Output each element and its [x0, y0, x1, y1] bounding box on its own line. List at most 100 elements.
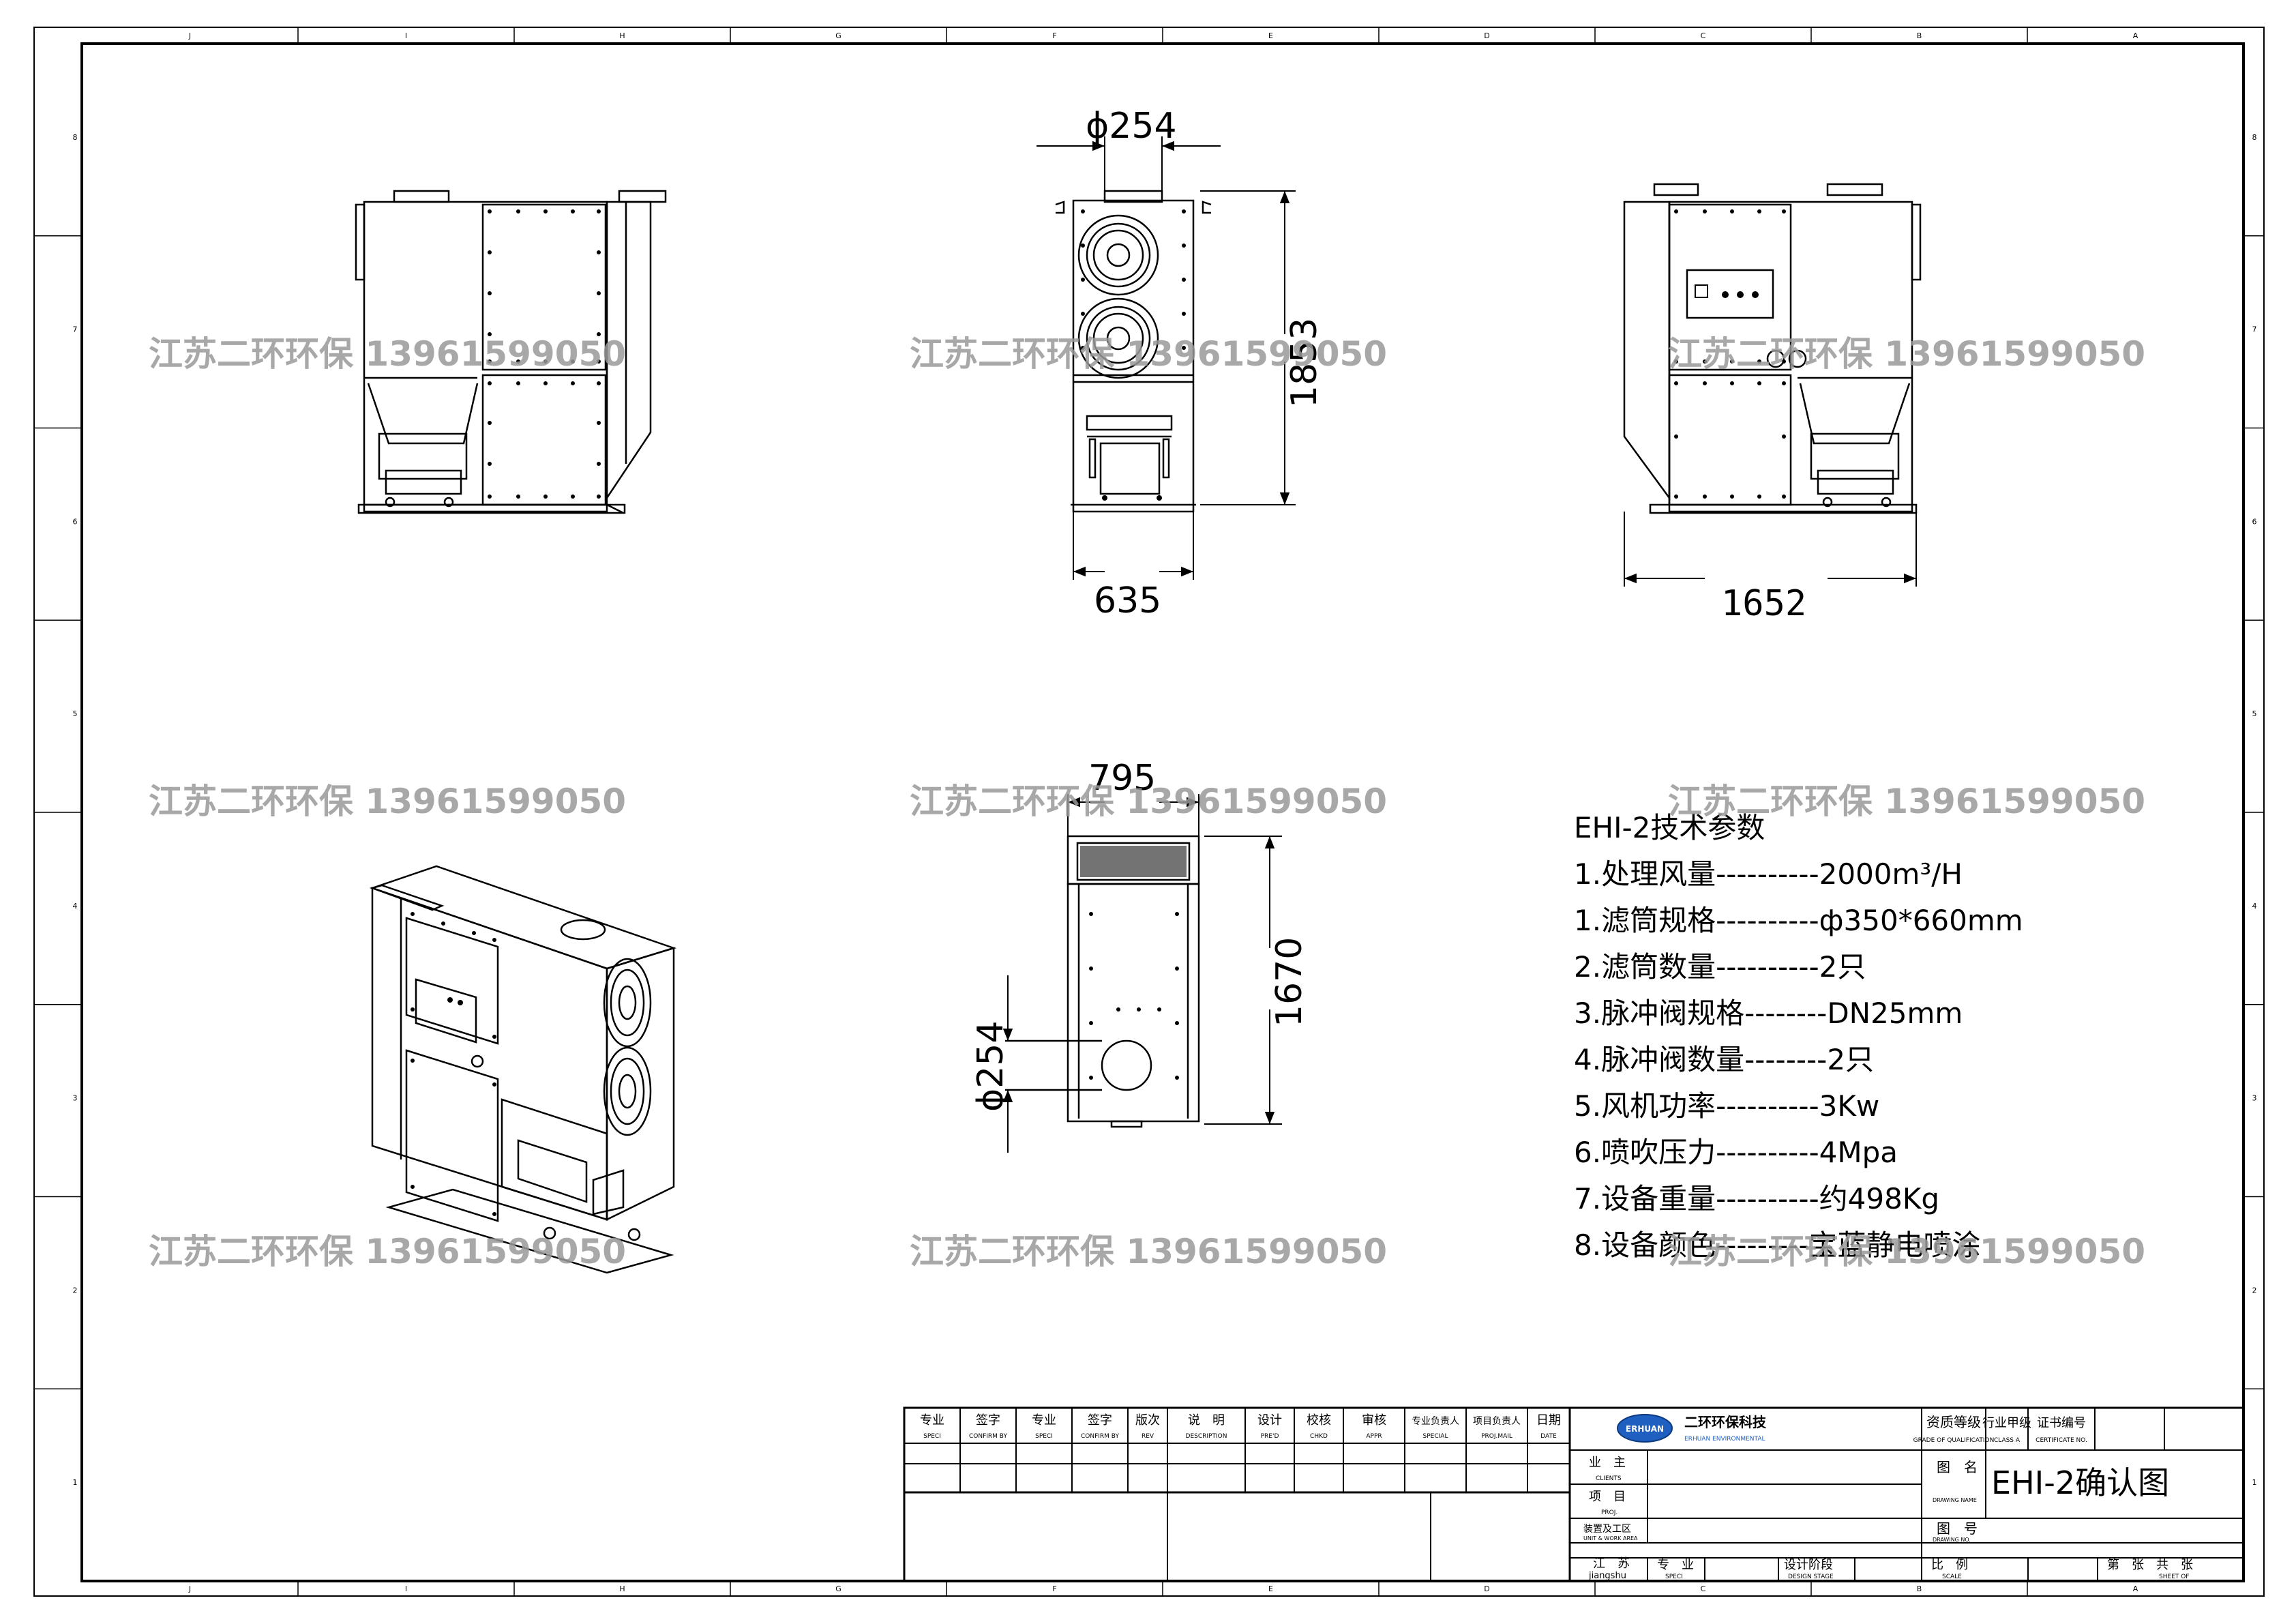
- frame-ref-label: A: [2133, 31, 2138, 40]
- left-side-view: [355, 190, 667, 514]
- frame-ref-label: I: [405, 1584, 407, 1593]
- frame-ref-label: C: [1701, 1584, 1706, 1593]
- project-label-en: PROJ.: [1601, 1509, 1617, 1516]
- frame-ref-label: B: [1917, 1584, 1922, 1593]
- dim-front-top-diameter: ϕ254: [1086, 106, 1177, 147]
- right-view-panel-details: [1674, 209, 1786, 499]
- watermark: 江苏二环环保 13961599050: [910, 334, 1387, 374]
- header-approve-en: APPR: [1366, 1433, 1382, 1440]
- scale-label-en: SCALE: [1942, 1574, 1962, 1580]
- watermark: 江苏二环环保 13961599050: [1668, 1232, 2145, 1271]
- logo-text: ERHUAN: [1626, 1424, 1664, 1434]
- dim-front-height: 1853: [1284, 318, 1325, 408]
- params-line: 6.喷吹压力----------4Mpa: [1574, 1136, 1898, 1169]
- frame-ref-label: 4: [73, 902, 78, 911]
- front-view-dimensions: [1037, 136, 1296, 580]
- stage-label-en: DESIGN STAGE: [1788, 1574, 1834, 1580]
- header-rev-en: REV: [1142, 1433, 1154, 1440]
- frame-ref-label: 1: [2252, 1478, 2257, 1487]
- params-line: 3.脉冲阀规格--------DN25mm: [1574, 996, 1963, 1030]
- frame-ref-label: 5: [73, 709, 78, 718]
- header-date-en: DATE: [1540, 1433, 1557, 1440]
- qualification-label: 资质等级: [1926, 1414, 1981, 1430]
- drawing-no-label: 图 号: [1937, 1520, 1978, 1537]
- header-special-cn: 专业负责人: [1412, 1416, 1459, 1427]
- frame-ref-label: 3: [73, 1094, 78, 1103]
- header-approve-cn: 审核: [1362, 1413, 1386, 1428]
- top-view: [1005, 835, 1200, 1128]
- watermarks: 江苏二环环保 13961599050 江苏二环环保 13961599050 江苏…: [149, 334, 2145, 1271]
- params-title: EHI-2技术参数: [1574, 811, 1765, 844]
- frame-ref-label: 7: [73, 325, 78, 334]
- params-line: 8.设备颜色---------宝蓝静电喷涂: [1574, 1228, 1980, 1262]
- dim-top-length: 1670: [1269, 937, 1310, 1027]
- dim-side-width: 1652: [1721, 583, 1806, 624]
- front-view: [1055, 190, 1212, 513]
- sheet-label: 第 张 共 张: [2107, 1558, 2193, 1572]
- technical-parameters: EHI-2技术参数 1.处理风量----------2000m³/H 1.滤筒规…: [1574, 811, 2023, 1262]
- frame-ref-label: E: [1268, 1584, 1273, 1593]
- watermark: 江苏二环环保 13961599050: [910, 1232, 1387, 1271]
- unit-label: 装置及工区: [1583, 1524, 1631, 1535]
- title-block-grid: [903, 1406, 2245, 1582]
- drawing-no-label-en: DRAWING NO.: [1933, 1537, 1971, 1543]
- frame-ref-label: C: [1701, 31, 1706, 40]
- header-date-cn: 日期: [1536, 1413, 1561, 1428]
- isometric-view: [369, 865, 677, 1274]
- dim-front-width: 635: [1094, 580, 1161, 621]
- province-label: 江 苏: [1593, 1556, 1630, 1571]
- header-design-cn: 设计: [1257, 1413, 1282, 1428]
- watermark: 江苏二环环保 13961599050: [149, 1232, 626, 1271]
- params-line: 1.滤筒规格----------ф350*660mm: [1574, 904, 2023, 937]
- header-confirm-en: CONFIRM BY: [969, 1433, 1007, 1440]
- frame-ref-label: 2: [2252, 1286, 2257, 1295]
- top-view-dimensions: [1002, 794, 1282, 1153]
- frame-ref-label: J: [188, 31, 191, 40]
- dim-top-width: 795: [1088, 758, 1156, 799]
- params-line: 4.脉冲阀数量--------2只: [1574, 1043, 1874, 1076]
- params-line: 7.设备重量----------约498Kg: [1574, 1182, 1939, 1215]
- frame-ref-label: 2: [73, 1286, 78, 1295]
- stage-label: 设计阶段: [1784, 1558, 1833, 1572]
- frame-ref-label: G: [835, 1584, 841, 1593]
- header-design-en: PRE'D: [1261, 1433, 1279, 1440]
- front-view-bolts: [1081, 209, 1186, 501]
- frame-ref-label: 6: [2252, 517, 2257, 526]
- header-proj-cn: 项目负责人: [1473, 1416, 1521, 1427]
- header-check-en: CHKD: [1310, 1433, 1328, 1440]
- header-speci-cn: 专业: [1032, 1413, 1056, 1428]
- frame-ref-label: 3: [2252, 1094, 2257, 1103]
- header-desc-cn: 说 明: [1188, 1413, 1225, 1428]
- project-label: 项 目: [1589, 1490, 1626, 1504]
- drawing-name-label-en: DRAWING NAME: [1933, 1497, 1977, 1503]
- header-speci-en: SPECI: [1035, 1433, 1053, 1440]
- company-logo: ERHUAN: [1617, 1414, 1673, 1443]
- frame-ref-label: 5: [2252, 709, 2257, 718]
- frame-ref-label: B: [1917, 31, 1922, 40]
- industry-label-en: CLASS A: [1994, 1437, 2021, 1444]
- header-special-en: SPECIAL: [1423, 1433, 1448, 1440]
- watermark: 江苏二环环保 13961599050: [1668, 782, 2145, 821]
- left-view-bolts: [488, 209, 601, 499]
- header-check-cn: 校核: [1307, 1413, 1331, 1428]
- frame-ref-label: F: [1052, 1584, 1056, 1593]
- qualification-label-en: GRADE OF QUALIFICATION: [1913, 1437, 1995, 1444]
- watermark: 江苏二环环保 13961599050: [149, 782, 626, 821]
- speci-label: 专 业: [1657, 1558, 1694, 1572]
- frame-ref-label: D: [1484, 1584, 1489, 1593]
- frame-ref-label: 8: [73, 133, 78, 142]
- header-speci-en: SPECI: [923, 1433, 941, 1440]
- frame-ref-label: H: [619, 1584, 625, 1593]
- right-view-dimensions: [1624, 512, 1917, 587]
- scale-label: 比 例: [1931, 1558, 1968, 1572]
- drawing-name-label: 图 名: [1937, 1459, 1978, 1475]
- frame-ref-label: E: [1268, 31, 1273, 40]
- revision-headers: 专业 SPECI 签字 CONFIRM BY 专业 SPECI 签字 CONFI…: [920, 1413, 1561, 1440]
- header-rev-cn: 版次: [1135, 1413, 1160, 1428]
- title-block-labels: 二环环保科技 ERHUAN ENVIRONMENTAL 资质等级 GRADE O…: [1583, 1414, 2193, 1581]
- sheet-label-en: SHEET OF: [2159, 1574, 2189, 1580]
- industry-label: 行业甲级: [1982, 1416, 2031, 1430]
- client-label: 业 主: [1589, 1456, 1626, 1470]
